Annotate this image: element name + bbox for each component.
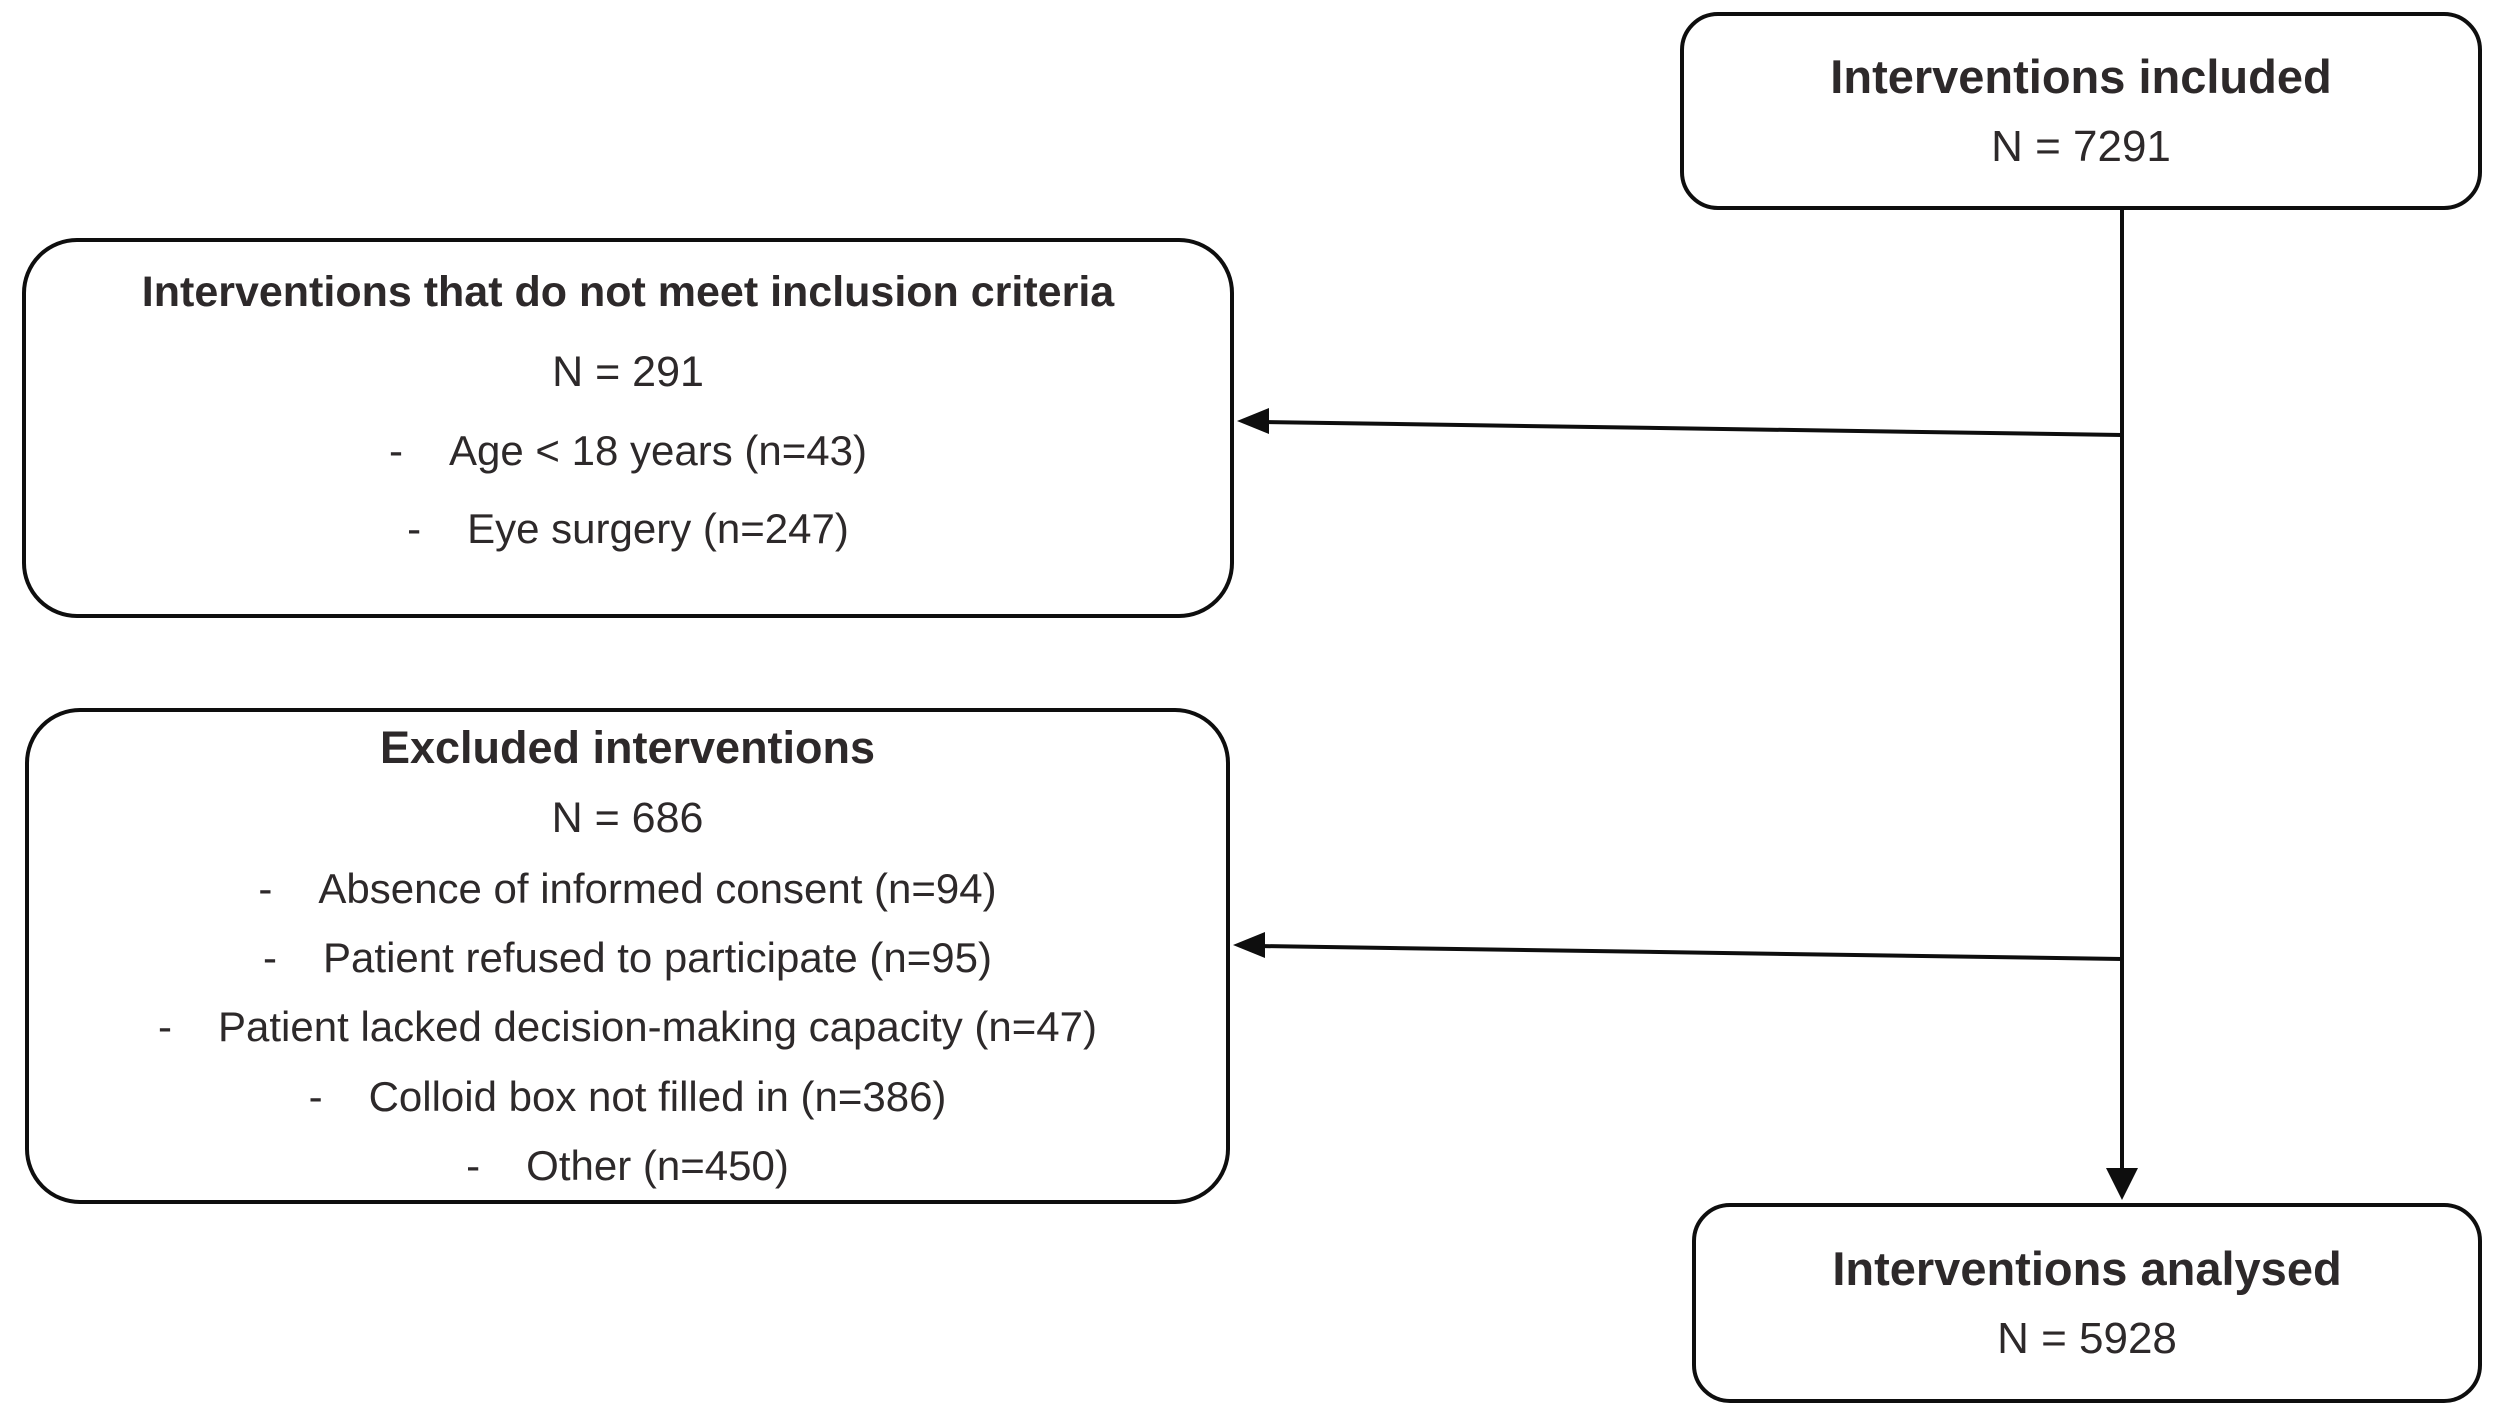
count-label: N = 7291 (1991, 121, 2171, 171)
box-interventions-analysed: Interventions analysed N = 5928 (1692, 1203, 2482, 1403)
exclusion-item: - Other (n=450) (466, 1142, 789, 1190)
exclusion-item: - Eye surgery (n=247) (407, 505, 849, 553)
exclusion-item: - Patient refused to participate (n=95) (263, 934, 992, 982)
exclusion-item: - Patient lacked decision-making capacit… (158, 1003, 1097, 1051)
box-title: Interventions analysed (1832, 1241, 2342, 1295)
exclusion-item-label: Colloid box not filled in (n=386) (368, 1072, 947, 1120)
bullet-dash: - (258, 864, 273, 912)
box-title: Excluded interventions (379, 721, 876, 773)
box-interventions-included: Interventions included N = 7291 (1680, 12, 2482, 210)
exclusion-item-label: Absence of informed consent (n=94) (318, 864, 997, 912)
bullet-dash: - (466, 1142, 481, 1190)
bullet-dash: - (407, 505, 422, 553)
exclusion-item: - Absence of informed consent (n=94) (258, 865, 996, 913)
connector-line-excluded (1257, 944, 2123, 961)
bullet-dash: - (308, 1072, 323, 1120)
box-excluded-interventions: Excluded interventions N = 686 - Absence… (25, 708, 1230, 1204)
arrowhead-left-icon (1233, 932, 1265, 958)
exclusion-item: - Age < 18 years (n=43) (389, 427, 867, 475)
exclusion-item-label: Eye surgery (n=247) (467, 505, 849, 553)
exclusion-item-label: Other (n=450) (526, 1142, 789, 1190)
exclusion-item-label: Age < 18 years (n=43) (449, 427, 867, 475)
box-title: Interventions that do not meet inclusion… (141, 268, 1115, 317)
arrowhead-left-icon (1237, 408, 1269, 434)
exclusion-item-label: Patient refused to participate (n=95) (323, 934, 992, 982)
bullet-dash: - (389, 427, 404, 475)
exclusion-item-label: Patient lacked decision-making capacity … (218, 1003, 1097, 1051)
bullet-dash: - (158, 1003, 173, 1051)
count-label: N = 5928 (1997, 1313, 2177, 1363)
bullet-dash: - (263, 934, 278, 982)
box-title: Interventions included (1830, 49, 2332, 103)
exclusion-item: - Colloid box not filled in (n=386) (309, 1073, 947, 1121)
arrowhead-down-icon (2106, 1168, 2138, 1200)
connector-line-criteria (1261, 420, 2123, 437)
box-not-meeting-criteria: Interventions that do not meet inclusion… (22, 238, 1234, 618)
count-label: N = 686 (551, 794, 704, 843)
count-label: N = 291 (552, 347, 704, 396)
